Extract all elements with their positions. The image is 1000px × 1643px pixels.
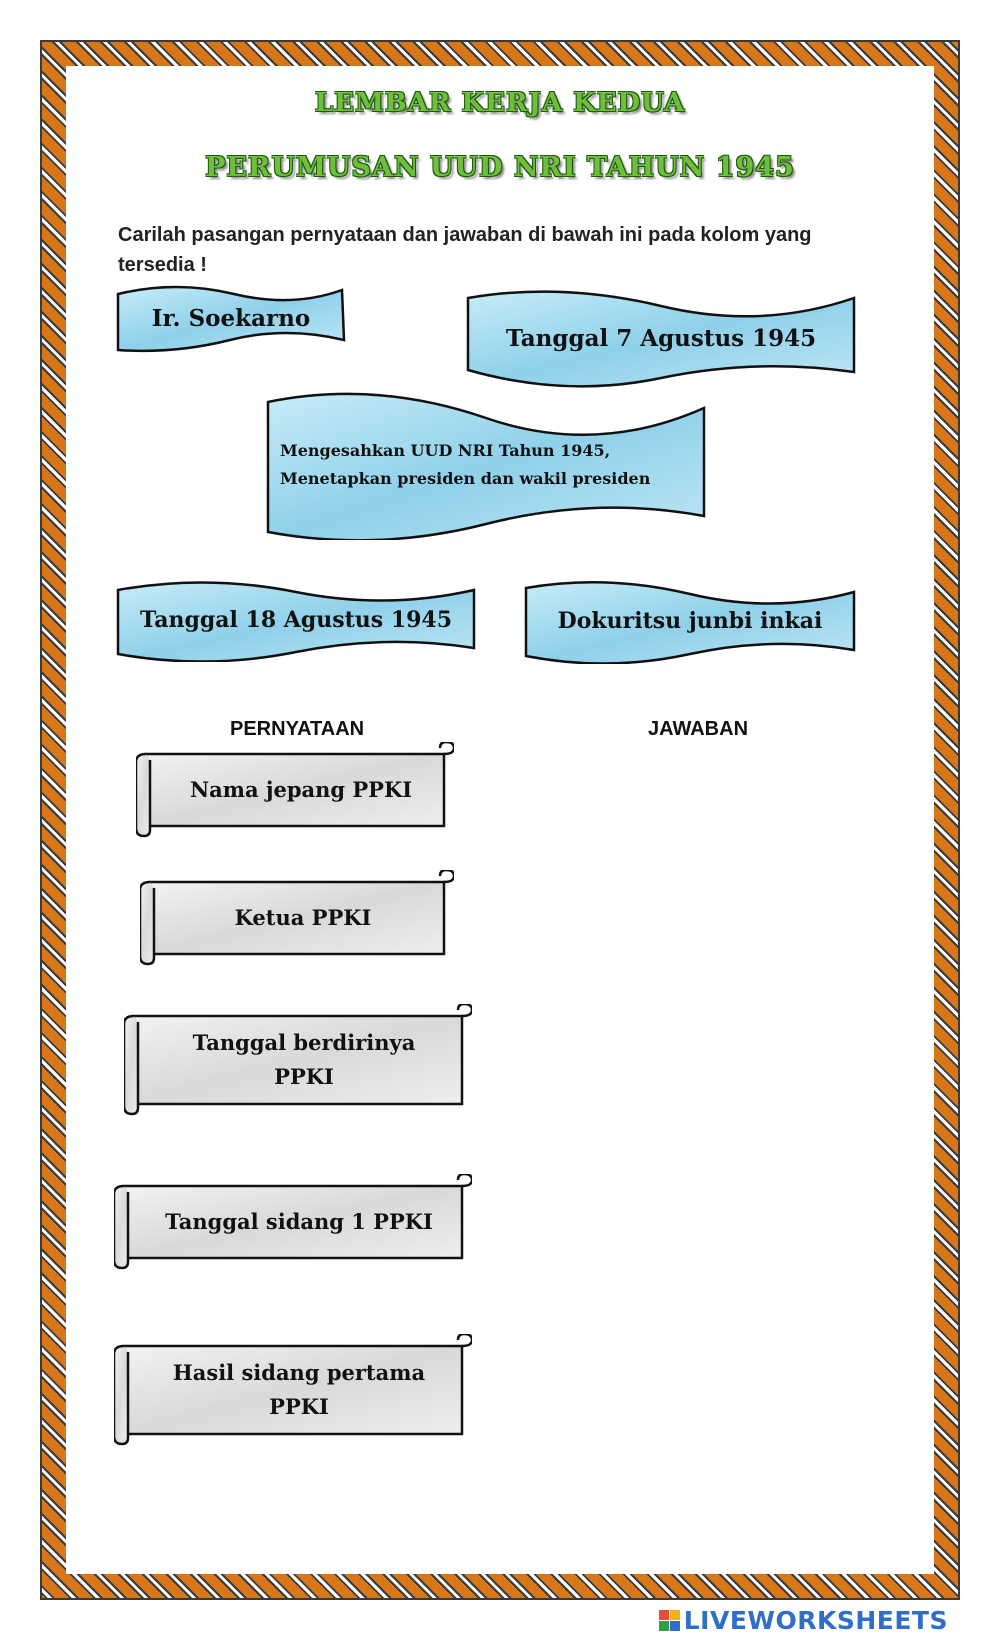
answer-card-hasil-sidang[interactable]: Mengesahkan UUD NRI Tahun 1945, Menetapk… bbox=[266, 390, 706, 540]
answer-card-dokuritsu[interactable]: Dokuritsu junbi inkai bbox=[524, 578, 856, 664]
answer-card-soekarno[interactable]: Ir. Soekarno bbox=[116, 282, 346, 354]
answer-label: Tanggal 18 Agustus 1945 bbox=[139, 607, 453, 633]
brand-name: LIVEWORKSHEETS bbox=[683, 1606, 948, 1635]
statement-label-line1: Hasil sidang pertama bbox=[172, 1360, 426, 1385]
answer-label: Ir. Soekarno bbox=[151, 304, 311, 332]
statement-nama-jepang: Nama jepang PPKI bbox=[136, 742, 454, 838]
answer-card-7-agustus[interactable]: Tanggal 7 Agustus 1945 bbox=[466, 288, 856, 388]
instruction-text: Carilah pasangan pernyataan dan jawaban … bbox=[118, 224, 812, 276]
logo-square bbox=[658, 1610, 669, 1620]
answer-card-18-agustus[interactable]: Tanggal 18 Agustus 1945 bbox=[116, 578, 476, 662]
statement-label-line2: PPKI bbox=[269, 1394, 329, 1419]
statement-hasil-sidang: Hasil sidang pertama PPKI bbox=[114, 1334, 472, 1446]
statement-ketua: Ketua PPKI bbox=[140, 870, 454, 966]
logo-square bbox=[669, 1610, 680, 1620]
statement-label-line1: Tanggal berdirinya bbox=[192, 1030, 416, 1055]
liveworksheets-logo: LIVEWORKSHEETS bbox=[658, 1606, 948, 1635]
answer-label: Tanggal 7 Agustus 1945 bbox=[505, 324, 817, 352]
answer-label: Dokuritsu junbi inkai bbox=[557, 608, 823, 634]
worksheet-title: LEMBAR KERJA KEDUA bbox=[314, 88, 686, 118]
statement-label: Tanggal sidang 1 PPKI bbox=[165, 1209, 433, 1234]
statement-label-line2: PPKI bbox=[274, 1064, 334, 1089]
worksheet-subtitle: PERUMUSAN UUD NRI TAHUN 1945 bbox=[205, 152, 795, 183]
statement-tanggal-berdiri: Tanggal berdirinya PPKI bbox=[124, 1004, 472, 1116]
statement-label: Ketua PPKI bbox=[234, 905, 372, 930]
statement-label: Nama jepang PPKI bbox=[189, 777, 413, 802]
answer-label-line2: Menetapkan presiden dan wakil presiden bbox=[280, 469, 651, 488]
answer-label-line1: Mengesahkan UUD NRI Tahun 1945, bbox=[280, 441, 611, 460]
column-heading-pernyataan: PERNYATAAN bbox=[230, 718, 365, 740]
logo-square bbox=[658, 1621, 669, 1631]
logo-squares-icon bbox=[658, 1610, 680, 1631]
column-heading-jawaban: JAWABAN bbox=[648, 718, 749, 740]
logo-square bbox=[669, 1621, 680, 1631]
statement-tanggal-sidang: Tanggal sidang 1 PPKI bbox=[114, 1174, 472, 1270]
